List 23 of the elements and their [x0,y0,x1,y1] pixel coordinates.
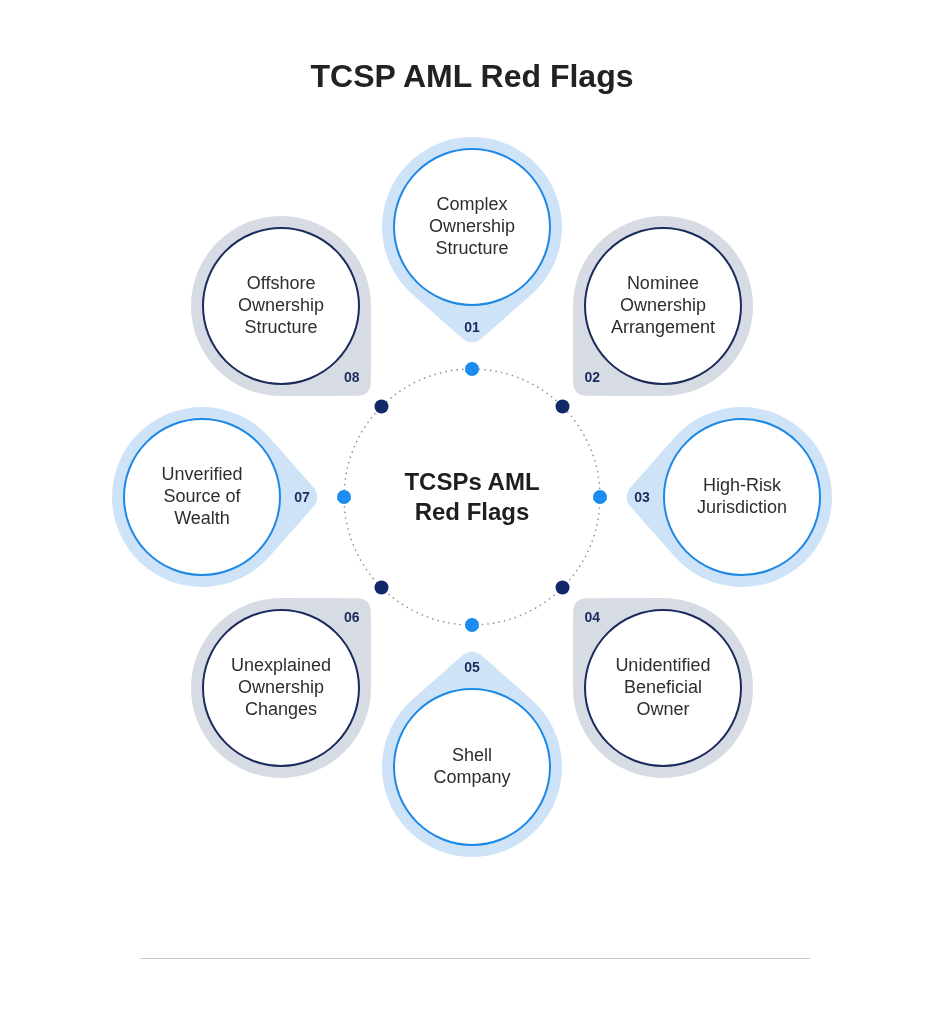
teardrop-badge [191,216,372,397]
flag-label: Shell Company [432,745,512,789]
teardrop-badge [572,597,753,778]
flag-label: Unidentified Beneficial Owner [614,655,712,721]
step-number: 04 [584,609,600,626]
step-number: 08 [344,368,360,385]
center-label: TCSPs AML Red Flags [403,467,541,527]
dotted-circle [336,361,608,633]
teardrop-badge [572,216,753,397]
step-number: 05 [464,659,480,675]
flag-label: Complex Ownership Structure [427,194,516,260]
step-number: 01 [464,319,480,335]
step-number: 07 [294,489,310,505]
step-number: 02 [584,368,600,385]
flag-label: Unverified Source of Wealth [160,464,244,530]
flag-label: Nominee Ownership Arrangement [609,273,716,339]
step-number: 03 [634,489,650,505]
step-number: 06 [344,609,360,626]
page-title: TCSP AML Red Flags [310,58,634,95]
teardrop-badge [191,597,372,778]
flag-label: High-Risk Jurisdiction [695,475,788,519]
flag-label: Unexplained Ownership Changes [230,655,333,721]
flag-label: Offshore Ownership Structure [237,273,326,339]
